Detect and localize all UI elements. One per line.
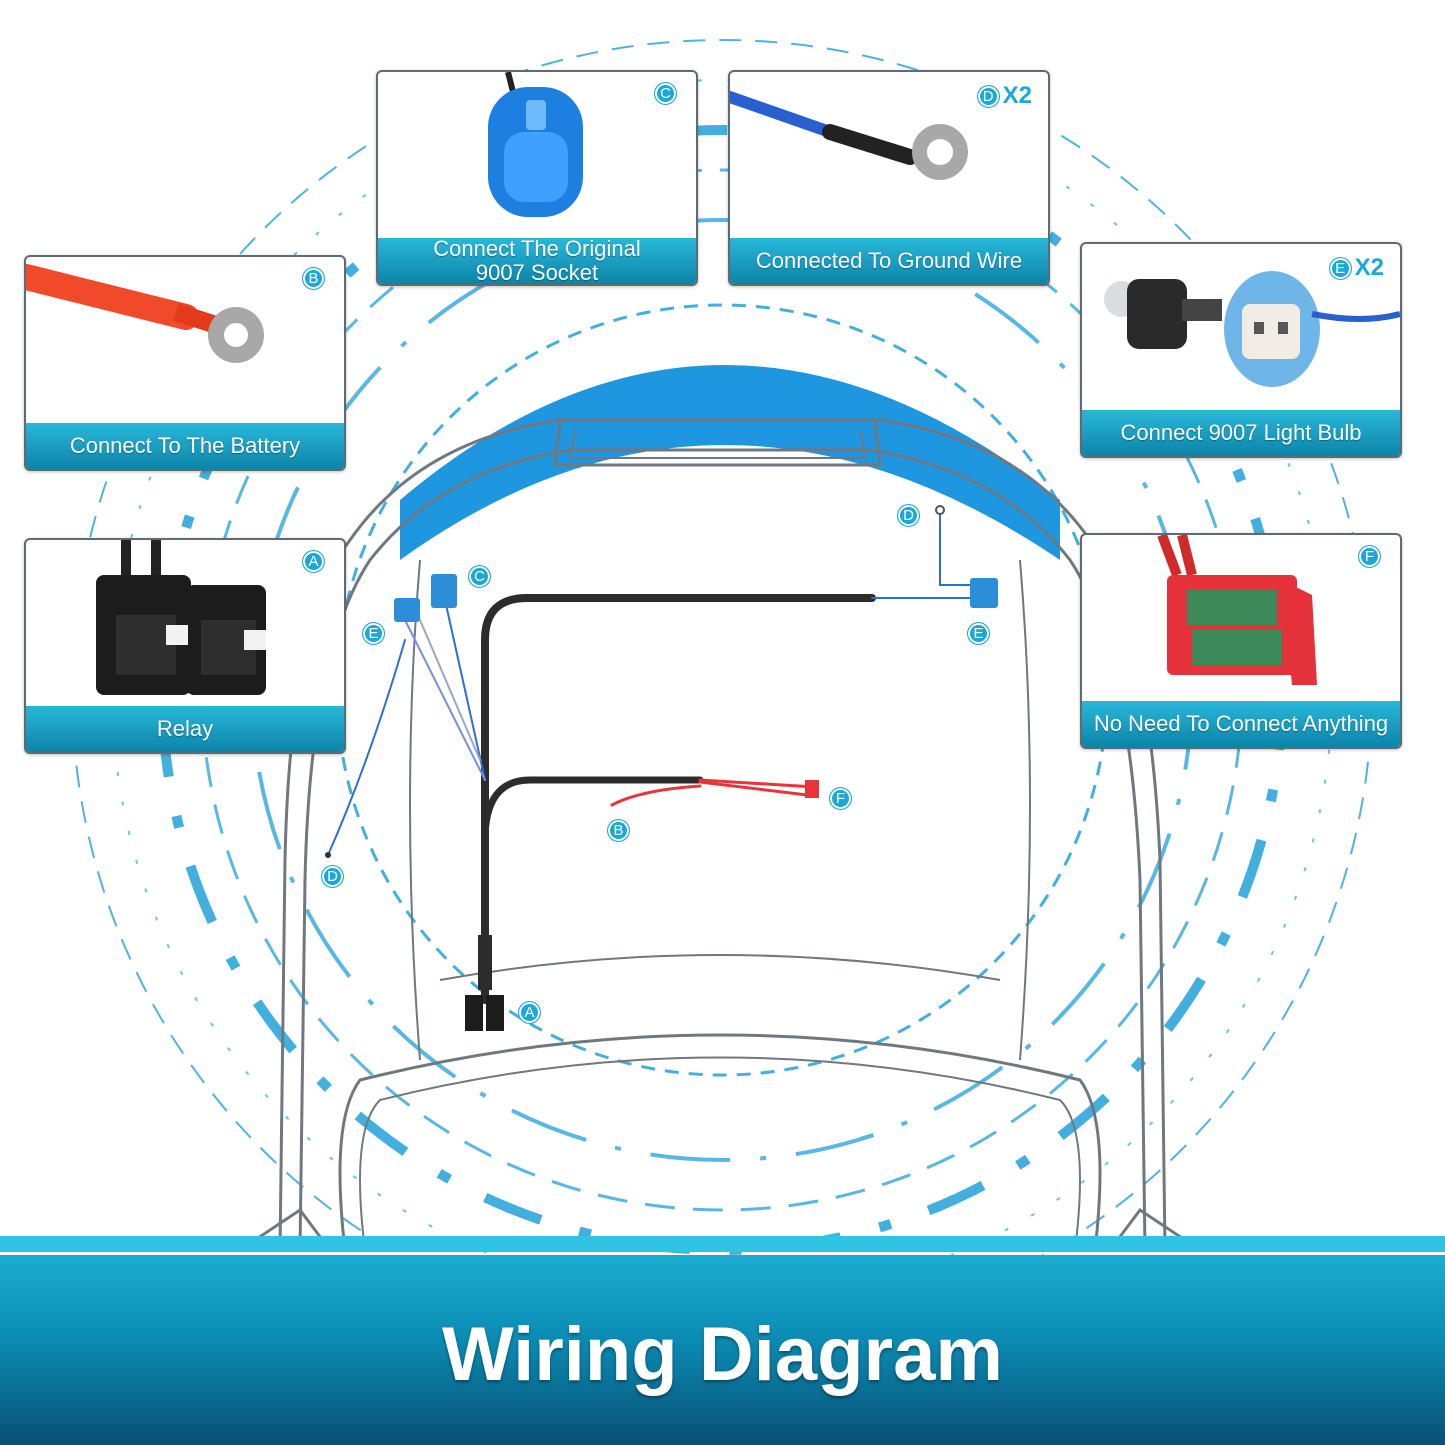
marker-letter: F <box>829 787 852 810</box>
car-outline <box>239 418 1201 1252</box>
card-fuse: F No Need To Connect Anything <box>1080 533 1402 749</box>
hood-glow <box>400 365 1060 560</box>
card-relay-tag: A <box>302 550 328 573</box>
letter-badge: B <box>302 267 325 290</box>
marker-letter: E <box>967 622 990 645</box>
marker-socket: C <box>468 565 491 588</box>
card-fuse-caption: No Need To Connect Anything <box>1082 701 1400 747</box>
fuse-holder-photo <box>1157 535 1317 685</box>
card-relay-caption: Relay <box>26 706 344 752</box>
card-battery-tag: B <box>302 267 328 290</box>
card-fuse-tag: F <box>1358 545 1384 568</box>
card-socket-tag: C <box>654 82 680 105</box>
letter-badge: D <box>976 84 1000 108</box>
marker-letter: A <box>518 1001 541 1024</box>
marker-letter: C <box>468 565 491 588</box>
banner-stripe <box>0 1236 1445 1252</box>
battery-ring-terminal-photo <box>26 264 264 363</box>
card-socket-caption: Connect The Original 9007 Socket <box>378 237 696 284</box>
ground-ring-terminal-photo <box>730 91 968 180</box>
title-banner <box>0 1255 1445 1445</box>
marker-letter: D <box>897 504 920 527</box>
marker-fuse: F <box>829 787 852 810</box>
card-battery-caption: Connect To The Battery <box>26 423 344 469</box>
card-battery: B Connect To The Battery <box>24 255 346 471</box>
marker-bulb-left: E <box>362 622 385 645</box>
marker-ground-top: D <box>897 504 920 527</box>
card-bulb-caption: Connect 9007 Light Bulb <box>1082 410 1400 456</box>
marker-ground-left: D <box>321 865 344 888</box>
multiplier: X2 <box>1354 254 1384 281</box>
letter-badge: A <box>302 550 325 573</box>
marker-battery: B <box>607 819 630 842</box>
letter-badge: E <box>1328 256 1352 280</box>
letter-badge: F <box>1358 545 1381 568</box>
page-title: Wiring Diagram <box>442 1312 1003 1397</box>
card-socket: C Connect The Original 9007 Socket <box>376 70 698 286</box>
card-relay: A Relay <box>24 538 346 754</box>
marker-bulb-right: E <box>967 622 990 645</box>
wire-harness <box>325 505 998 1031</box>
marker-letter: D <box>321 865 344 888</box>
card-ground-caption: Connected To Ground Wire <box>730 238 1048 284</box>
multiplier: X2 <box>1002 82 1032 109</box>
marker-relay: A <box>518 1001 541 1024</box>
marker-letter: B <box>607 819 630 842</box>
letter-badge: C <box>654 82 677 105</box>
relay-photo <box>96 540 266 695</box>
socket-connector-photo <box>488 72 583 217</box>
marker-letter: E <box>362 622 385 645</box>
bulb-and-socket-photo <box>1104 271 1400 387</box>
